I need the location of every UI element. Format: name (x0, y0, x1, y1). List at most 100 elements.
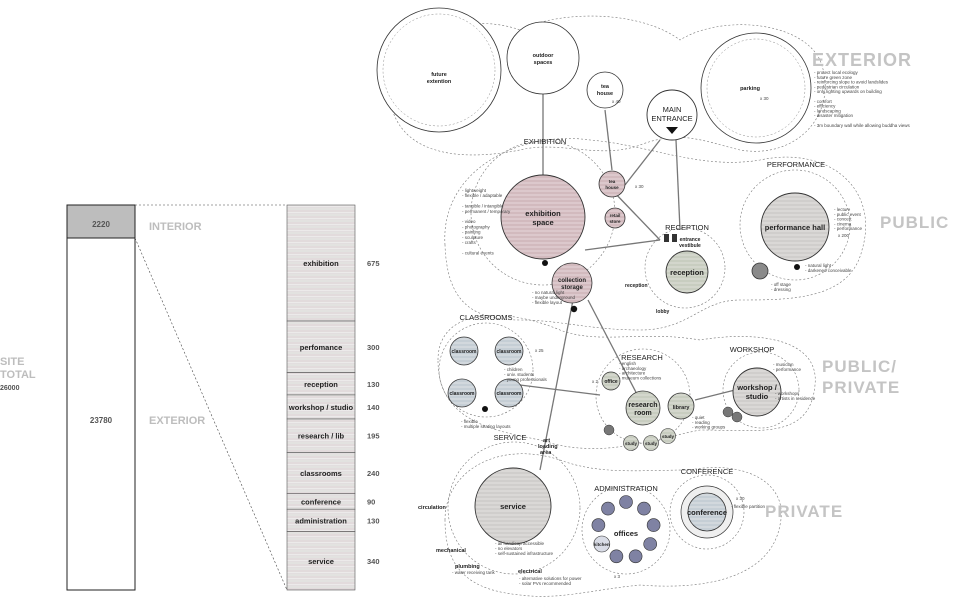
link-collection-service (539, 299, 574, 471)
classroom-circle (494, 336, 524, 366)
main-entrance-label: MAIN (663, 105, 682, 114)
entrance-arrow-icon (666, 127, 678, 134)
note-line: - efficiency (814, 104, 836, 109)
performance-hall-label: performance hall (765, 223, 825, 232)
research-notes: - english- archaeology- architecture- mu… (619, 361, 726, 430)
note-line: - alternative solutions for power (519, 576, 582, 581)
svg-text:office: office (604, 379, 618, 385)
program-bar-value: 340 (367, 557, 380, 566)
classroom-circle (447, 378, 477, 408)
classrooms-boundary (438, 322, 534, 418)
svg-text:retail: retail (610, 213, 621, 218)
program-bar-value: 240 (367, 469, 380, 478)
program-bar-label: research / lib (298, 432, 345, 441)
exhibition-marker-icon (542, 260, 548, 266)
research-room-circle (625, 390, 661, 426)
reception-boundary (644, 227, 726, 309)
program-bar-label: perfomance (300, 343, 343, 352)
link-entrance-tea (624, 139, 661, 186)
administration-group: ADMINISTRATION kitchen offices x 3 (581, 484, 671, 579)
program-bar-label: exhibition (303, 259, 339, 268)
exhibition-space-label: exhibition (525, 209, 561, 218)
reception-label: reception (670, 268, 704, 277)
service-notes: - all handicap accessible- no elevators-… (452, 541, 582, 586)
offices-label: offices (614, 529, 638, 538)
classroom-label: classroom (451, 349, 477, 355)
svg-text:spaces: spaces (534, 60, 553, 66)
note-line: - multiple seating layouts (461, 424, 511, 429)
conference-boundary (669, 474, 745, 550)
note-line: - permanent / temporary (462, 209, 511, 214)
note-line: - working groups (692, 425, 726, 430)
svg-text:collection: collection (558, 278, 586, 284)
program-bar-value: 195 (367, 432, 380, 441)
program-bar-classrooms (286, 452, 356, 495)
note-line: - museum collections (619, 375, 662, 380)
classroom-circle (494, 378, 524, 408)
note-line: - dressing (771, 287, 791, 292)
tea-house-circle (586, 71, 624, 109)
exhibition-notes: - lightweight- flexible / adaptable- tan… (462, 188, 511, 255)
outdoor-spaces-label: outdoor (533, 53, 555, 59)
note-line: - public event (834, 212, 862, 217)
conference-group-label: CONFERENCE (681, 467, 734, 476)
note-line: - tangible / intangible (462, 204, 504, 209)
note-line: - flexible partition (731, 504, 766, 509)
program-bar-value: 130 (367, 516, 380, 525)
research-boundary (595, 348, 691, 444)
link-tea-reception (611, 189, 661, 241)
svg-text:x 30: x 30 (635, 184, 644, 189)
note-line: - reinforcing slope to avoid landslides (814, 80, 889, 85)
reception-group: RECEPTION entrance vestibule reception r… (625, 223, 726, 315)
classrooms-notes: - children- univ. students- young profes… (461, 367, 548, 429)
workshop-boundary (722, 351, 800, 429)
interior-segment (66, 204, 136, 239)
administration-group-label: ADMINISTRATION (594, 484, 658, 493)
conference-notes: - flexible partition (731, 504, 766, 509)
service-circle (474, 467, 552, 545)
svg-text:room: room (634, 410, 652, 417)
classrooms-group-label: CLASSROOMS (460, 313, 513, 322)
collection-storage-circle (551, 262, 593, 304)
classroom-marker-icon (482, 406, 488, 412)
note-line: - performance (834, 226, 863, 231)
connections (519, 85, 736, 471)
program-bar-workshop-studio (286, 394, 356, 420)
svg-text:house: house (597, 91, 613, 97)
reception-group-label: RECEPTION (665, 223, 709, 232)
exhibition-space-circle (500, 174, 586, 260)
private-outline (444, 453, 782, 597)
note-line: - workshops (775, 391, 800, 396)
link-entrance-reception (675, 139, 681, 231)
study-label: study (662, 434, 674, 439)
person-icon (664, 234, 669, 242)
program-bar-service (286, 531, 356, 591)
program-bar-value: 130 (367, 380, 380, 389)
public-outline (444, 138, 866, 331)
program-bar-label: reception (304, 380, 338, 389)
parking-circle (700, 32, 812, 144)
people-icon (722, 406, 734, 418)
people-icon (603, 424, 615, 436)
note-line: - 3m boundary wall while allowing buddha… (814, 123, 911, 128)
note-line: - photography (462, 224, 491, 229)
note-line: - children (504, 367, 523, 372)
zone-public-private-1: PUBLIC/ (822, 357, 897, 376)
svg-text:space: space (532, 218, 553, 227)
office-person-icon (643, 537, 658, 551)
main-entrance-circle (646, 89, 698, 141)
svg-text:extention: extention (427, 79, 452, 85)
svg-text:mechanical: mechanical (436, 548, 466, 554)
site-total-bar (66, 204, 136, 591)
svg-text:workshop /: workshop / (736, 383, 778, 392)
program-bar-label: classrooms (300, 469, 342, 478)
program-bar-label: workshop / studio (288, 403, 354, 412)
library-circle (667, 392, 695, 420)
note-line: - univ. students (504, 372, 535, 377)
note-line: - no elevators (495, 546, 523, 551)
people-icon (751, 262, 769, 280)
svg-text:library: library (673, 405, 691, 411)
zone-public-private-2: PRIVATE (822, 378, 900, 397)
svg-text:house: house (605, 185, 619, 190)
